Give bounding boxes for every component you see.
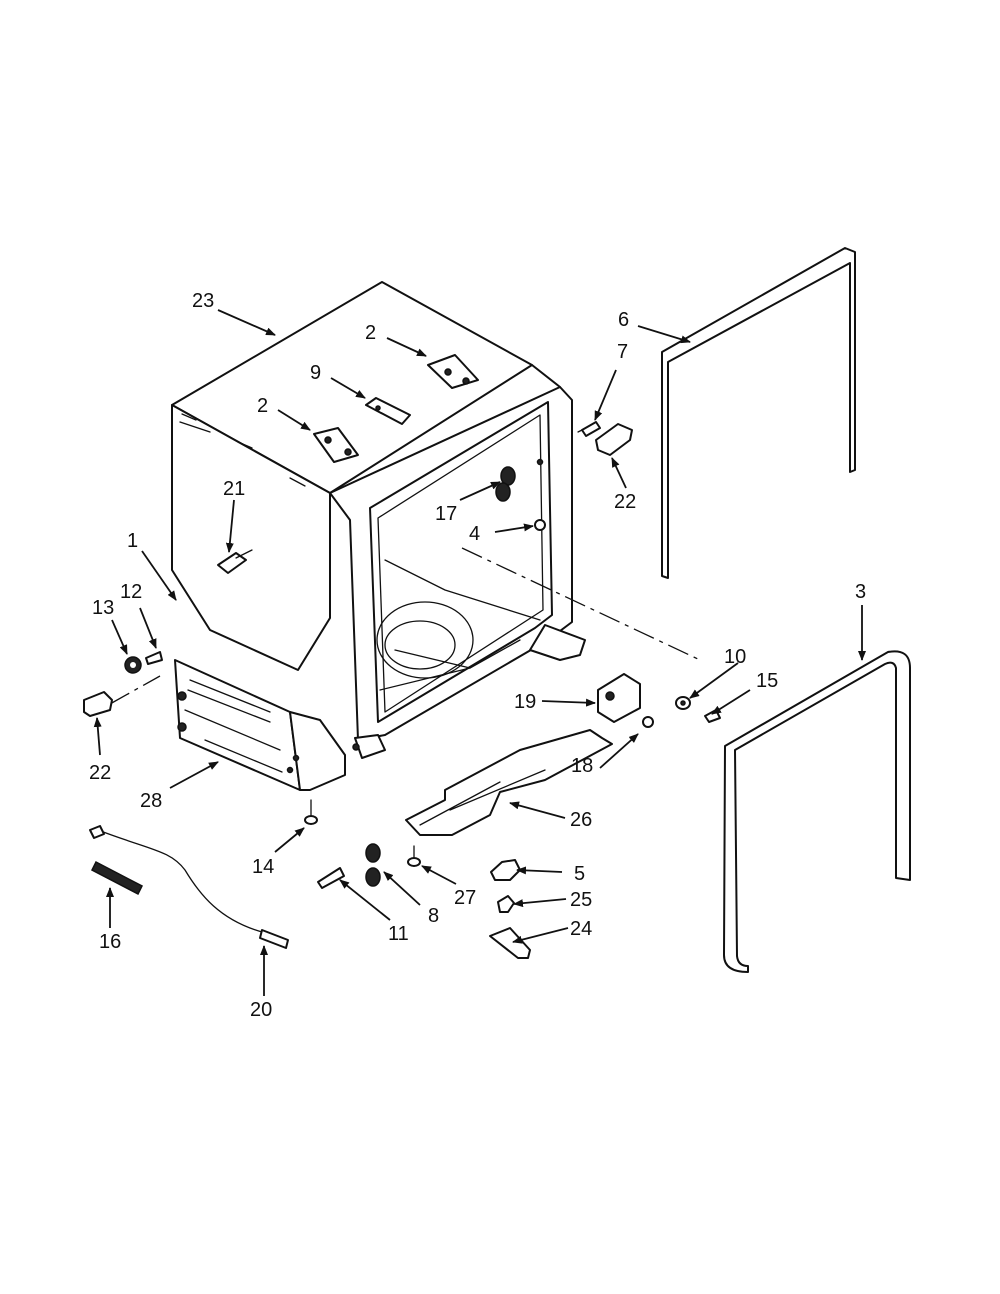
screw-15	[704, 709, 721, 723]
callout-26: 26	[570, 809, 592, 831]
bracket-22-right	[595, 423, 633, 456]
clip-part-9	[365, 397, 411, 425]
callout-8: 8	[428, 905, 439, 927]
washer-10	[675, 696, 691, 710]
cable-20	[89, 825, 289, 949]
toe-panel-26	[405, 729, 613, 836]
callout-19: 19	[514, 691, 536, 713]
callout-20: 20	[250, 999, 272, 1021]
callout-2-upper: 2	[365, 322, 376, 344]
callout-14: 14	[252, 856, 274, 878]
screw-18	[642, 716, 654, 728]
callout-12: 12	[120, 581, 142, 603]
plug-21	[217, 549, 253, 574]
callout-6: 6	[618, 309, 629, 331]
callout-22-left: 22	[89, 762, 111, 784]
foot-14	[304, 799, 318, 825]
callout-labels: 23 2 9 2 21 6 7 22 17 4 1 12 13 22 28 3 …	[89, 290, 866, 1021]
switch-25	[497, 895, 515, 913]
callout-21: 21	[223, 478, 245, 500]
bracket-19	[597, 673, 641, 723]
callout-11: 11	[388, 923, 409, 945]
nut-13	[124, 656, 142, 674]
spring-16	[90, 860, 144, 896]
callout-2-lower: 2	[257, 395, 268, 417]
tub-assembly	[171, 281, 586, 791]
callout-17: 17	[435, 503, 457, 525]
callout-15: 15	[756, 670, 778, 692]
bracket-24	[489, 927, 531, 959]
leader-lines	[93, 309, 866, 996]
screw-12	[145, 651, 163, 665]
callout-13: 13	[92, 597, 114, 619]
callout-10: 10	[724, 646, 746, 668]
clip-5	[490, 859, 521, 881]
callout-4: 4	[469, 523, 480, 545]
callout-7: 7	[617, 341, 628, 363]
alignment-line-right	[461, 547, 701, 661]
callout-22-right: 22	[614, 491, 636, 513]
screw-7	[577, 421, 601, 437]
hinge-bracket-upper	[427, 354, 479, 389]
bracket-22-left	[83, 691, 113, 717]
callout-16: 16	[99, 931, 121, 953]
door-seal-strip	[661, 247, 856, 579]
screw-11	[317, 867, 345, 889]
callout-28: 28	[140, 790, 162, 812]
callout-27: 27	[454, 887, 476, 909]
alignment-line-left	[109, 675, 161, 705]
callout-9: 9	[310, 362, 321, 384]
callout-25: 25	[570, 889, 592, 911]
screw-4	[534, 519, 546, 531]
cord-clip-8	[365, 843, 381, 887]
tub-gasket	[723, 650, 911, 973]
hinge-bracket-lower	[313, 427, 359, 463]
callout-3: 3	[855, 581, 866, 603]
callout-24: 24	[570, 918, 592, 940]
callout-5: 5	[574, 863, 585, 885]
callout-1: 1	[127, 530, 138, 552]
callout-18: 18	[571, 755, 593, 777]
foot-27	[407, 845, 421, 867]
callout-23: 23	[192, 290, 214, 312]
